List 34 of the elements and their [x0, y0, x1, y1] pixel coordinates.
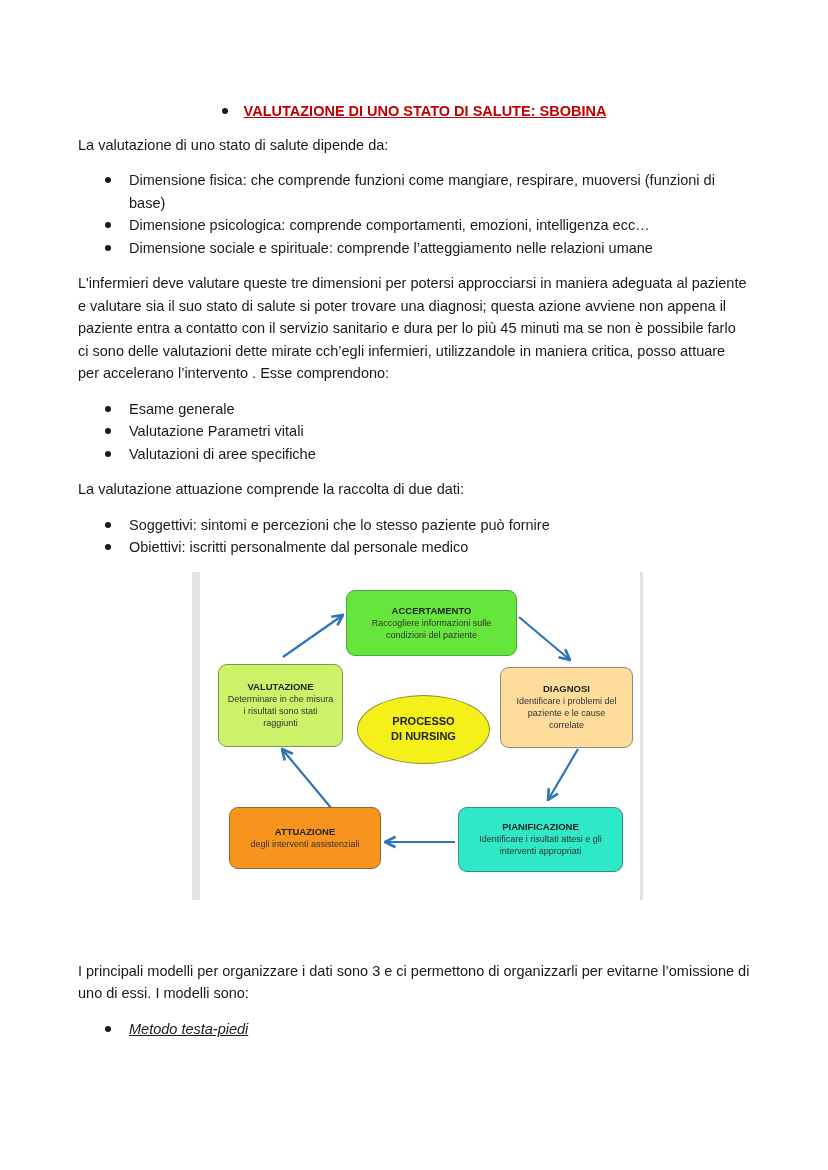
list-item: Obiettivi: iscritti personalmente dal personale medico — [129, 539, 469, 555]
list-item: Metodo testa-piedi — [129, 1020, 249, 1037]
list-item: Dimensione fisica: che comprende funzioni come mangiare, respirare, muoversi (funzioni di base) — [129, 172, 715, 211]
paragraph: La valutazione di uno stato di salute dipende da: — [78, 135, 390, 155]
node-heading: PROCESSO DI NURSING — [390, 714, 457, 744]
process-box — [500, 666, 633, 748]
node-heading: ACCERTAMENTO — [390, 604, 473, 617]
arrow — [518, 615, 572, 661]
list-item: Esame generale — [129, 400, 235, 417]
list-item: Soggettivi: sintomi e percezioni che lo stesso paziente può fornire — [129, 516, 550, 533]
node-text: degli interventi assistenziali — [249, 837, 361, 850]
paragraph: I principali modelli per organizzare i dati sono 3 e ci permettono di organizzarli per evitarne l’omissione di uno di essi. I modelli sono: — [78, 961, 750, 1003]
node-heading: DIAGNOSI — [542, 683, 591, 695]
arrow — [282, 613, 345, 658]
node-heading: VALUTAZIONE — [246, 681, 315, 693]
arrow — [383, 834, 455, 849]
node-text: Identificare i problemi del paziente e le cause correlate — [515, 695, 618, 731]
node-heading: PIANIFICAZIONE — [501, 821, 580, 833]
paragraph: L'infermieri deve valutare queste tre dimensioni per potersi approcciarsi in maniera adeguata al paziente e valutare sia il suo stato di salute si poter trovare una diagnosi; questa azione avviene non appena il paziente entra a contatto con il servizio sanitario e dura per lo più 45 minuti ma se non è possibile farlo ci sono delle valutazioni dette mirate cch’egli infermieri, utilizzandole in maniera critica, posso attuare per accelerano l’intervento . Esse comprendono: — [78, 274, 748, 383]
process-box — [458, 806, 623, 872]
node-text: Raccogliere informazioni sulle condizioni del paziente — [370, 616, 493, 641]
list-item: Valutazione Parametri vitali — [129, 423, 304, 439]
list-item: Dimensione psicologica: comprende comportamenti, emozioni, intelligenza ecc… — [129, 217, 650, 233]
process-box — [229, 806, 381, 869]
node-heading: ATTUAZIONE — [273, 825, 337, 838]
arrow — [546, 747, 579, 801]
paragraph: La valutazione attuazione comprende la raccolta di due dati: — [78, 480, 466, 499]
process-box — [218, 663, 343, 747]
process-box — [346, 589, 517, 656]
list-item: Dimensione sociale e spirituale: comprende l’atteggiamento nelle relazioni umane — [129, 239, 653, 256]
list-item: Valutazioni di aree specifiche — [129, 445, 316, 462]
document-title: VALUTAZIONE DI UNO STATO DI SALUTE: SBOBINA — [243, 103, 607, 119]
node-text: Determinare in che misura i risultati sono stati raggiunti — [226, 693, 335, 729]
node-text: Identificare i risultati attesi e gli interventi appropriati — [478, 833, 603, 857]
